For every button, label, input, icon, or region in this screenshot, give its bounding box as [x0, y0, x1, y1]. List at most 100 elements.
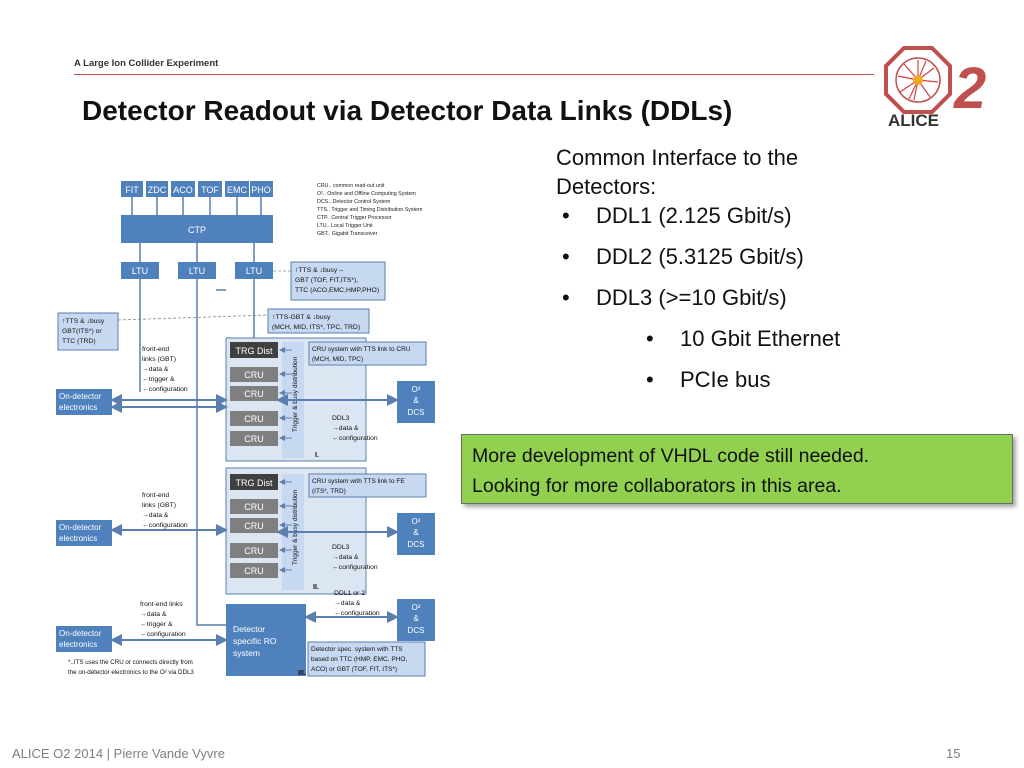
detector-label: ACO [173, 185, 193, 195]
readout-diagram: FIT ZDC ACO TOF EMC PHO CTP CRU.. common… [56, 181, 435, 677]
note-line: Looking for more collaborators in this a… [472, 475, 842, 497]
detector-label: FIT [125, 185, 139, 195]
detector-specific-ro-box [226, 604, 306, 676]
tts-text: GBT (TOF, FIT,ITS*), [295, 277, 358, 284]
bullet-item: •DDL1 (2.125 Gbit/s) [556, 201, 840, 230]
frontend-text: ←trigger & [140, 621, 173, 628]
bullet-marker: • [646, 326, 654, 351]
trg-dist-box [230, 474, 278, 490]
o2-dcs-label: DCS [408, 408, 425, 417]
cru-label: CRU [244, 566, 264, 576]
busy-distribution-label: Trigger & busy distribution [292, 489, 299, 565]
slide-title: Detector Readout via Detector Data Links… [82, 95, 733, 126]
section-three-numeral: III. [298, 670, 306, 677]
bullet-text: DDL2 (5.3125 Gbit/s) [596, 244, 804, 269]
ddl-text: ←configuration [332, 564, 378, 571]
frontend-text: →data & [142, 366, 169, 373]
detector-label: PHO [251, 185, 271, 195]
ddl-text: ←configuration [334, 610, 380, 617]
ddl-text: ←configuration [332, 435, 378, 442]
on-detector-label: On-detector [59, 523, 102, 532]
experiment-subtitle: A Large Ion Collider Experiment [74, 58, 219, 69]
ltu-label: LTU [189, 266, 205, 276]
ltu-box [121, 262, 159, 279]
ctp-box [121, 215, 273, 243]
tts-text: ↑TTS & ↓busy – [295, 267, 343, 274]
bullet-text: DDL3 (>=10 Gbit/s) [596, 285, 787, 310]
bullet-marker: • [562, 285, 570, 310]
bullet-marker: • [646, 367, 654, 392]
frontend-text: front-end links [140, 601, 183, 608]
detector-label: TOF [201, 185, 219, 195]
detector-label: ZDC [148, 185, 167, 195]
section-info-text: (MCH, MID, TPC) [312, 356, 363, 363]
o2-dcs-label: O² [412, 517, 421, 526]
sub-bullet-text: 10 Gbit Ethernet [680, 326, 841, 351]
bullet-item: • DDL3 (>=10 Gbit/s) [556, 283, 840, 312]
legend-entry: DCS.. Detector Control System [317, 199, 391, 205]
ltu-label: LTU [132, 266, 148, 276]
page-number: 15 [946, 746, 961, 761]
ddl-text: DDL1 or 2 [334, 590, 365, 597]
alice-octagon-icon [884, 46, 952, 114]
section-info-text: Detector spec. system with TTS [311, 646, 403, 653]
ctp-label: CTP [188, 225, 206, 235]
cru-label: CRU [244, 389, 264, 399]
alice-logo-text: ALICE [888, 111, 939, 130]
frontend-text: ←trigger & [142, 376, 175, 383]
tts-text: TTC (TRD) [62, 338, 96, 345]
tts-text: (MCH, MID, ITS*, TPC, TRD) [272, 324, 360, 331]
detector-ro-label: specific RO [233, 636, 277, 646]
tts-text: ↑TTS-GBT & ↓busy [272, 314, 331, 321]
cru-label: CRU [244, 414, 264, 424]
section-info-text: (ITS*, TRD) [312, 488, 346, 495]
section-two-numeral: II. [313, 584, 319, 591]
bullet-item: •DDL2 (5.3125 Gbit/s) [556, 242, 840, 271]
o2-dcs-label: & [413, 528, 419, 537]
cru-box [230, 431, 278, 446]
cru-box [230, 386, 278, 401]
on-detector-label: electronics [59, 640, 97, 649]
frontend-text: →data & [142, 512, 169, 519]
tts-text: TTC (ACO,EMC,HMP,PHO) [295, 287, 379, 294]
tts-text: ↑TTS & ↓busy [62, 318, 105, 325]
legend-entry: GBT.. Gigabit Transceiver [317, 231, 378, 237]
o2-dcs-label: O² [412, 603, 421, 612]
frontend-text: front-end [142, 492, 169, 499]
tts-box-mid [267, 308, 370, 334]
ddl-interface-text: Common Interface to the Detectors: •DDL1… [556, 143, 840, 394]
ltu-label: LTU [246, 266, 262, 276]
footnote-text: the on-detector electronics to the O² vi… [68, 669, 194, 676]
detector-ro-label: Detector [233, 624, 265, 634]
on-detector-label: On-detector [59, 392, 102, 401]
frontend-text: ←configuration [142, 386, 188, 393]
legend-entry: CRU.. common read-out unit [317, 183, 385, 189]
frontend-text: links (GBT) [142, 502, 176, 509]
detector-label: EMC [227, 185, 248, 195]
cru-label: CRU [244, 546, 264, 556]
on-detector-label: On-detector [59, 629, 102, 638]
trg-dist-label: TRG Dist [236, 478, 273, 488]
detector-boxes: FIT ZDC ACO TOF EMC PHO [121, 181, 273, 197]
o2-dcs-label: O² [412, 385, 421, 394]
alice-logo: ALICE 2 [884, 46, 986, 130]
trg-dist-label: TRG Dist [236, 346, 273, 356]
section-two-info [308, 473, 427, 498]
on-detector-label: electronics [59, 403, 97, 412]
o2-dcs-label: DCS [408, 540, 425, 549]
section-one-info [308, 341, 427, 366]
ltu-box [178, 262, 216, 279]
bullet-marker: • [562, 203, 570, 228]
sub-bullet-item: • PCIe bus [556, 365, 840, 394]
ddl-text: DDL3 [332, 415, 350, 422]
development-note-box: More development of VHDL code still need… [461, 434, 1013, 504]
tts-box-top [290, 261, 386, 301]
abbreviation-legend: CRU.. common read-out unit O².. Online a… [317, 183, 423, 237]
frontend-text: links (GBT) [142, 356, 176, 363]
o2-dcs-box [397, 513, 435, 555]
legend-entry: TTS.. Trigger and Timing Distribution Sy… [317, 207, 423, 213]
sub-bullet-text: PCIe bus [680, 367, 771, 392]
cru-box [230, 499, 278, 514]
ltu-box [235, 262, 273, 279]
legend-entry: LTU.. Local Trigger Unit [317, 223, 373, 229]
